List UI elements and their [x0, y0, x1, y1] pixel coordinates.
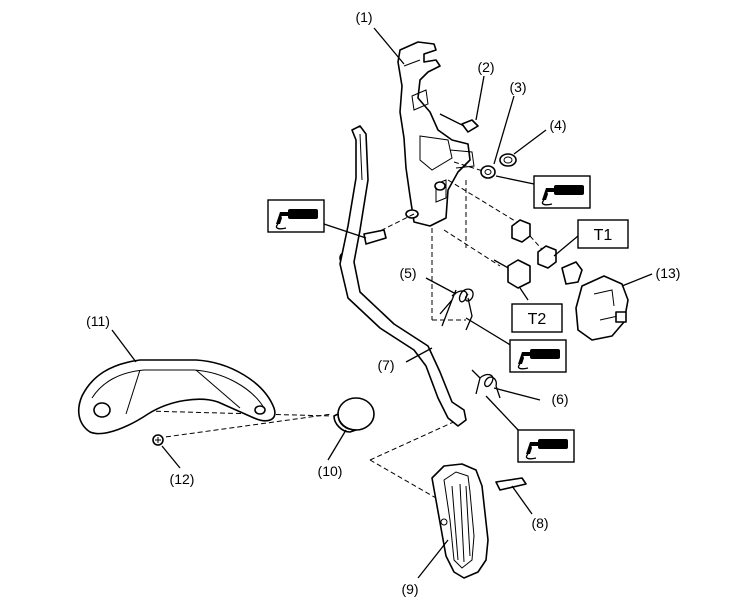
- return-spring: [439, 288, 474, 331]
- assembly-lines: [107, 161, 549, 499]
- callout-labels: (1) (2) (3) (4) (5) (6) (7) (8) (9) (10)…: [86, 9, 680, 597]
- torque-label-t2: T2: [528, 311, 547, 328]
- grease-box-2: [533, 175, 591, 209]
- grease-box-4: [517, 429, 575, 463]
- pedal-stopper: [333, 397, 375, 433]
- torque-box-t2: T2: [511, 303, 563, 333]
- grease-gun-icon: [541, 185, 584, 206]
- callout-6: (6): [551, 391, 568, 407]
- cover-screw: [152, 434, 164, 446]
- torque-box-t1: T1: [577, 219, 629, 249]
- pedal-arm: [339, 125, 467, 427]
- nut-lower: [537, 245, 557, 269]
- grease-gun-icon: [525, 439, 568, 460]
- bushing: [480, 165, 496, 179]
- pedal-position-sensor: [561, 261, 629, 341]
- callout-9: (9): [401, 581, 418, 597]
- leader-lines: [111, 27, 653, 579]
- callout-13: (13): [656, 265, 681, 281]
- callout-2: (2): [477, 59, 494, 75]
- stopper-bolt: [439, 113, 479, 133]
- callout-5: (5): [399, 265, 416, 281]
- callout-10: (10): [318, 463, 343, 479]
- callout-7: (7): [377, 357, 394, 373]
- callout-11: (11): [86, 313, 110, 329]
- callout-8: (8): [531, 515, 548, 531]
- bolt-t2: [493, 259, 531, 289]
- grease-gun-icon: [517, 349, 560, 370]
- grease-box-3: [509, 339, 567, 373]
- pedal-pad: [431, 463, 489, 579]
- nut-upper: [511, 219, 531, 243]
- grease-box-1: [267, 199, 325, 233]
- torque-label-t1: T1: [594, 227, 613, 244]
- pedal-pin: [495, 477, 527, 491]
- callout-12: (12): [170, 471, 195, 487]
- callout-1: (1): [355, 9, 372, 25]
- pedal-bracket: [397, 41, 475, 227]
- grease-gun-icon: [275, 209, 318, 230]
- callout-3: (3): [509, 79, 526, 95]
- kickdown-spring: [471, 369, 501, 399]
- callout-4: (4): [549, 117, 566, 133]
- washer: [499, 153, 517, 167]
- floor-cover: [77, 359, 276, 435]
